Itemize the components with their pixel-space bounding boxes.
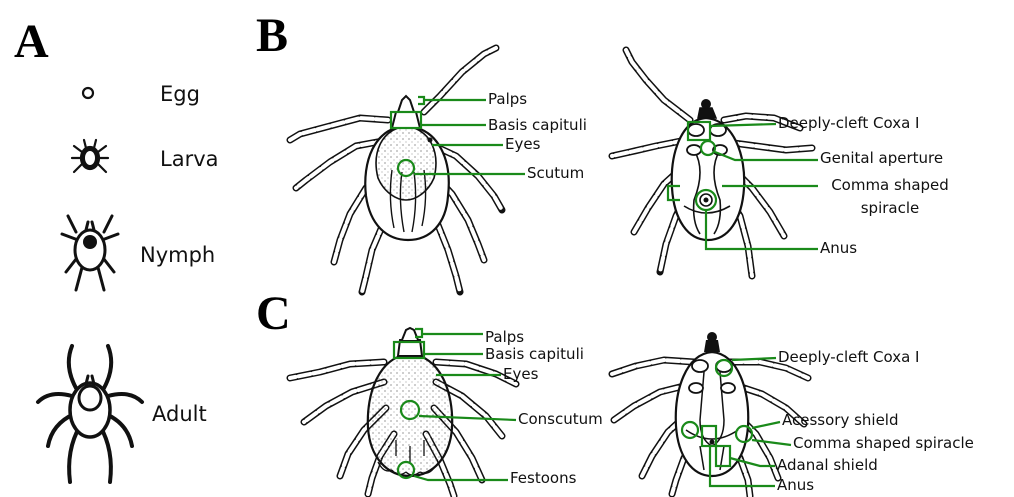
stage-label-nymph: Nymph (140, 245, 215, 266)
label-b-eyes: Eyes (505, 137, 540, 152)
label-c-adanal-shield: Adanal shield (777, 458, 878, 473)
larva-icon (72, 140, 108, 172)
label-c-palps: Palps (485, 330, 524, 345)
label-b-genital-aperture: Genital aperture (820, 151, 943, 166)
egg-icon (83, 88, 93, 98)
stage-label-adult: Adult (152, 404, 207, 425)
label-c-basis-capituli: Basis capituli (485, 347, 584, 362)
label-b-basis-capituli: Basis capituli (488, 118, 587, 133)
label-b-comma-spiracle-2: spiracle (820, 201, 960, 216)
label-b-anus: Anus (820, 241, 857, 256)
adult-icon (38, 346, 142, 482)
label-c-festoons: Festoons (510, 471, 576, 486)
leader-c-festoons (414, 476, 508, 480)
tick-b-ventral (612, 50, 812, 276)
panel-letter-c: C (256, 290, 291, 338)
leader-c-coxa (732, 358, 776, 360)
panel-letter-b: B (256, 12, 288, 60)
stage-label-egg: Egg (160, 84, 200, 105)
label-c-accessory-shield: Acessory shield (782, 413, 899, 428)
label-b-palps: Palps (488, 92, 527, 107)
label-b-deeply-cleft-coxa: Deeply-cleft Coxa I (778, 116, 919, 131)
label-b-scutum: Scutum (527, 166, 584, 181)
label-b-comma-spiracle-1: Comma shaped (820, 178, 960, 193)
label-c-comma-spiracle: Comma shaped spiracle (793, 436, 974, 451)
bracket-b-palps (418, 97, 424, 104)
leader-c-accessory (752, 422, 780, 428)
tick-b-dorsal (290, 48, 502, 292)
label-c-eyes: Eyes (503, 367, 538, 382)
stage-label-larva: Larva (160, 149, 219, 170)
label-c-anus: Anus (777, 478, 814, 493)
panel-letter-a: A (14, 18, 49, 66)
label-c-deeply-cleft-coxa: Deeply-cleft Coxa I (778, 350, 919, 365)
label-c-conscutum: Conscutum (518, 412, 603, 427)
nymph-icon (62, 216, 118, 290)
